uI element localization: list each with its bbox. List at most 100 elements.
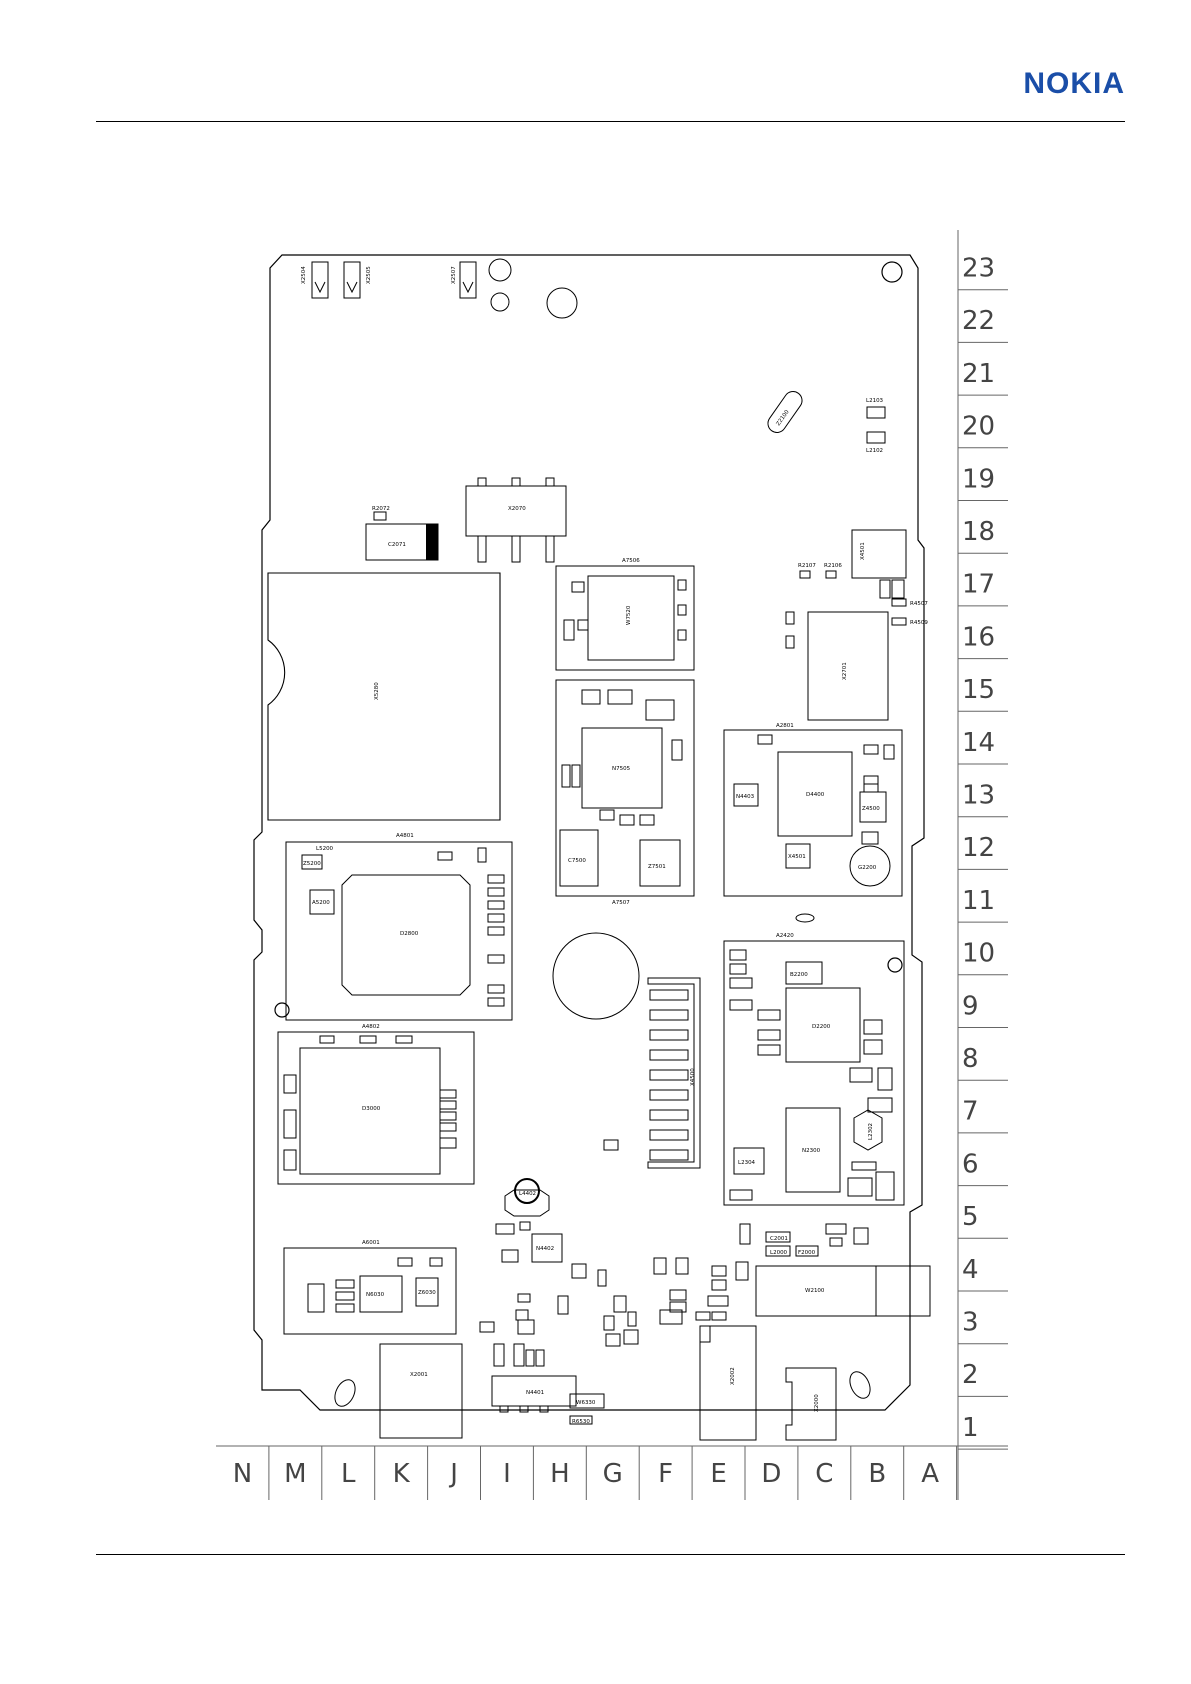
svg-text:C7500: C7500 — [568, 858, 586, 864]
component-n4401: N4401 — [491, 1375, 577, 1413]
component-c4416 — [513, 1343, 525, 1367]
grid-column-label: G — [603, 1459, 623, 1489]
svg-text:A6001: A6001 — [362, 1240, 380, 1246]
component-c2008 — [675, 1257, 689, 1275]
component-l2001 — [707, 1295, 729, 1307]
component-r4414 — [597, 1269, 607, 1287]
round-pad — [552, 932, 640, 1020]
svg-text:X4501: X4501 — [860, 542, 866, 560]
component-z2006 — [659, 1309, 683, 1325]
grid-column-label: L — [341, 1459, 356, 1489]
grid-column-label: I — [503, 1459, 511, 1489]
svg-text:N4401: N4401 — [526, 1390, 544, 1396]
component-r2106 — [825, 570, 837, 579]
component-v2002 — [853, 1227, 869, 1245]
grid-row-label: 21 — [962, 359, 995, 389]
grid-row-label: 3 — [962, 1308, 979, 1338]
component-x2002: X2002 — [699, 1325, 757, 1441]
header-rule — [96, 121, 1125, 122]
slot-hole — [795, 913, 815, 923]
connector-x2504: X2504 — [301, 261, 329, 299]
svg-text:Z2100: Z2100 — [776, 409, 791, 427]
module-a7507: A7507 N7505 C7500 Z7501 — [555, 679, 695, 906]
grid-row-label: 8 — [962, 1044, 979, 1074]
component-r2107 — [799, 570, 811, 579]
component-v2100 — [605, 1333, 621, 1347]
svg-text:A5200: A5200 — [312, 900, 330, 906]
component-r2008 — [517, 1319, 535, 1335]
svg-text:X4500: X4500 — [690, 1068, 696, 1086]
svg-text:X2507: X2507 — [451, 266, 457, 284]
svg-text:A4802: A4802 — [362, 1024, 380, 1030]
component-c2700 — [785, 611, 795, 625]
component-c2006 — [695, 1311, 711, 1321]
component-v4404 — [571, 1263, 587, 1279]
svg-text:A7506: A7506 — [622, 558, 640, 564]
grid-row-label: 6 — [962, 1149, 979, 1179]
svg-text:A2801: A2801 — [776, 723, 794, 729]
svg-text:B2200: B2200 — [790, 972, 808, 978]
svg-text:A4801: A4801 — [396, 833, 414, 839]
module-a2801: A2801 D4400 Z4500 N4403 X4501 G2200 — [723, 723, 903, 897]
component-f2000 — [795, 1245, 819, 1257]
svg-text:X2002: X2002 — [730, 1367, 736, 1385]
svg-text:L2000: L2000 — [770, 1250, 788, 1256]
grid-row-label: 18 — [962, 517, 995, 547]
component-l2000 — [765, 1245, 791, 1257]
component-r4404 — [519, 1221, 531, 1231]
svg-text:D2200: D2200 — [812, 1024, 831, 1030]
component-r2001 — [735, 1261, 749, 1281]
svg-text:R4507: R4507 — [910, 601, 928, 607]
svg-text:R2107: R2107 — [798, 563, 816, 569]
grid-row-label: 10 — [962, 939, 995, 969]
grid-column-label: B — [868, 1459, 886, 1489]
svg-text:R4509: R4509 — [910, 620, 928, 626]
svg-text:L5200: L5200 — [316, 846, 334, 852]
component-r2700 — [785, 635, 795, 649]
shield-x5280: X5280 — [267, 572, 501, 821]
component-c2001b — [479, 1321, 495, 1333]
grid-row-label: 2 — [962, 1360, 979, 1390]
grid-row-label: 1 — [962, 1413, 979, 1443]
component-c2103 — [623, 1329, 639, 1345]
component-c2001 — [765, 1231, 791, 1243]
component-r2000 — [711, 1265, 727, 1277]
component-v4403 — [501, 1249, 519, 1263]
component-c3100 — [603, 1139, 619, 1151]
module-a7506: A7506 W7520 — [555, 558, 695, 671]
mount-hole — [546, 287, 578, 319]
grid-row-label: 14 — [962, 728, 995, 758]
mount-hole — [488, 258, 512, 282]
component-c2100 — [825, 1223, 847, 1235]
svg-text:D4400: D4400 — [806, 792, 825, 798]
svg-text:A7507: A7507 — [612, 900, 630, 906]
component-w6330 — [569, 1393, 605, 1409]
svg-text:L2304: L2304 — [738, 1160, 756, 1166]
component-w2100: W2100 — [755, 1265, 931, 1317]
component-r4413 — [493, 1343, 505, 1367]
svg-text:Z4500: Z4500 — [862, 806, 880, 812]
component-l4402: L4402 — [504, 1178, 550, 1217]
connector-x2507: X2507 — [451, 261, 477, 299]
module-a4801: A4801 L5200 Z5200 A5200 D2800 — [285, 833, 513, 1021]
svg-text:X2504: X2504 — [301, 266, 307, 284]
grid-row-label: 5 — [962, 1202, 979, 1232]
svg-text:R2072: R2072 — [372, 506, 390, 512]
svg-text:X2070: X2070 — [508, 506, 526, 512]
mount-hole — [887, 957, 903, 973]
component-r2101 — [627, 1311, 637, 1327]
svg-text:N2300: N2300 — [802, 1148, 821, 1154]
grid-row-label: 20 — [962, 412, 995, 442]
grid-column-label: N — [233, 1459, 252, 1489]
svg-text:C2071: C2071 — [388, 542, 406, 548]
component-c2105 — [829, 1237, 843, 1247]
component-l2103 — [866, 406, 886, 419]
component-c2107 — [669, 1289, 687, 1301]
grid-column-label: A — [921, 1459, 939, 1489]
component-r4509 — [891, 617, 907, 626]
svg-text:X2000: X2000 — [814, 1394, 820, 1412]
component-x2070: X2070 — [465, 477, 567, 563]
svg-text:N4402: N4402 — [536, 1246, 554, 1252]
module-a6001: A6001 N6030 Z6030 — [283, 1240, 457, 1335]
